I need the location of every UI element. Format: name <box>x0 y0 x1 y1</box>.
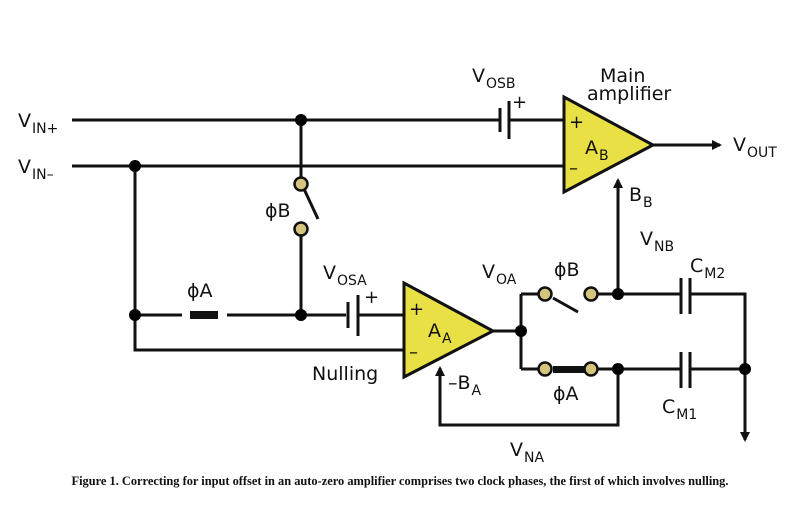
junction-node <box>612 288 624 300</box>
phib-left-label: ϕB <box>265 200 291 222</box>
nulling-label: Nulling <box>312 363 378 385</box>
ampb-plus-sign: + <box>569 112 584 133</box>
junction-node <box>129 160 141 172</box>
cm1-label: CM1 <box>662 396 697 423</box>
vosb-plus-sign: + <box>512 92 527 113</box>
main-amplifier-title-line1: Main <box>600 65 645 87</box>
vout-label: VOUT <box>733 134 777 161</box>
junction-node <box>295 309 307 321</box>
vin-plus-label: VIN+ <box>18 110 58 137</box>
phib-right-switch-blade <box>552 296 579 314</box>
cm2-right-wire <box>690 292 747 369</box>
vosb-battery-symbol <box>498 101 511 139</box>
ampb-minus-sign: – <box>569 158 578 179</box>
switch-contact <box>293 176 309 192</box>
ampa-minus-sign: – <box>409 342 418 363</box>
phia-closed-switch <box>190 311 218 319</box>
phib-right-label: ϕB <box>554 259 580 281</box>
ampb-gain-label: AB <box>585 137 609 164</box>
vnb-label: VNB <box>640 228 674 255</box>
ba-feedback-wire <box>435 366 620 427</box>
switch-contact <box>583 286 599 302</box>
switch-contact <box>293 221 309 237</box>
cm2-label: CM2 <box>690 255 725 282</box>
junction-node <box>295 114 307 126</box>
phib-switch-blade <box>302 188 320 220</box>
phia-left-label: ϕA <box>187 280 213 302</box>
vosa-plus-sign: + <box>364 287 379 308</box>
switch-contact <box>537 286 553 302</box>
cm2-capacitor-symbol <box>679 278 692 314</box>
figure-caption: Figure 1. Correcting for input offset in… <box>71 474 729 488</box>
cm1-capacitor-symbol <box>679 352 692 388</box>
vosb-label: VOSB <box>472 65 516 92</box>
phia-right-closed-switch <box>553 366 585 373</box>
vosa-label: VOSA <box>323 262 367 289</box>
vin-minus-label: VIN– <box>18 156 54 183</box>
vin-minus-down-wire <box>133 166 404 352</box>
switch-contact <box>537 361 553 377</box>
phia-right-label: ϕA <box>553 383 579 405</box>
junction-node <box>515 325 527 337</box>
bb-label: BB <box>629 184 653 211</box>
junction-node <box>739 363 751 375</box>
ampa-gain-label: AA <box>428 320 452 347</box>
ampa-plus-sign: + <box>409 299 424 320</box>
junction-node <box>612 363 624 375</box>
junction-node <box>129 309 141 321</box>
switch-contact <box>583 361 599 377</box>
vosa-battery-symbol <box>346 295 360 336</box>
nulling-amplifier-a <box>402 280 497 380</box>
main-amplifier-b <box>562 94 657 195</box>
voa-label: VOA <box>482 261 517 288</box>
vna-label: VNA <box>510 439 544 466</box>
main-amplifier-title-line2: amplifier <box>587 83 671 105</box>
ba-label: –BA <box>448 372 482 399</box>
